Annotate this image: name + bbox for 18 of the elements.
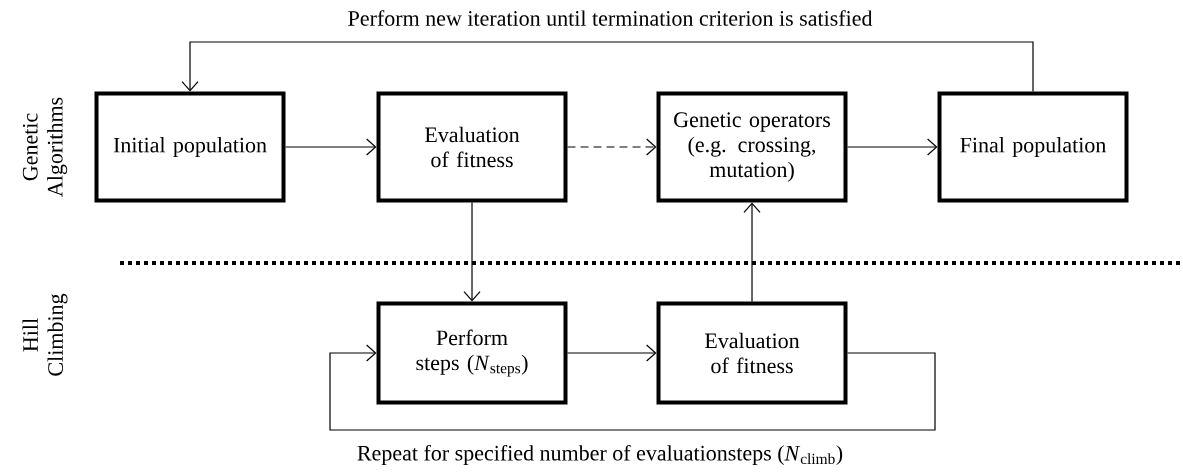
process-box: Evaluation of fitness <box>656 301 848 405</box>
process-box: Perform steps (N$_{steps}$) <box>376 301 568 405</box>
arrow <box>329 344 936 431</box>
side-label: Hill Climbing <box>22 293 68 376</box>
arrow <box>566 344 657 362</box>
arrow <box>463 201 481 302</box>
arrow <box>566 138 657 156</box>
process-box: Final population <box>937 91 1129 203</box>
arrow <box>181 41 1034 93</box>
side-label: Genetic Algorithms <box>22 97 68 197</box>
arrow <box>743 202 761 303</box>
process-box: Initial population <box>94 91 286 203</box>
arrow <box>284 138 377 156</box>
edge-label: Perform new iteration until termination criterion is satisfied <box>345 8 875 28</box>
arrow <box>846 138 938 156</box>
process-box: Genetic operators (e.g. crossing, mutation) <box>656 91 848 203</box>
process-box: Evaluation of fitness <box>376 91 568 203</box>
edge-label: Repeat for specified number of evaluationsteps (N$_{climb}$) <box>354 442 846 468</box>
